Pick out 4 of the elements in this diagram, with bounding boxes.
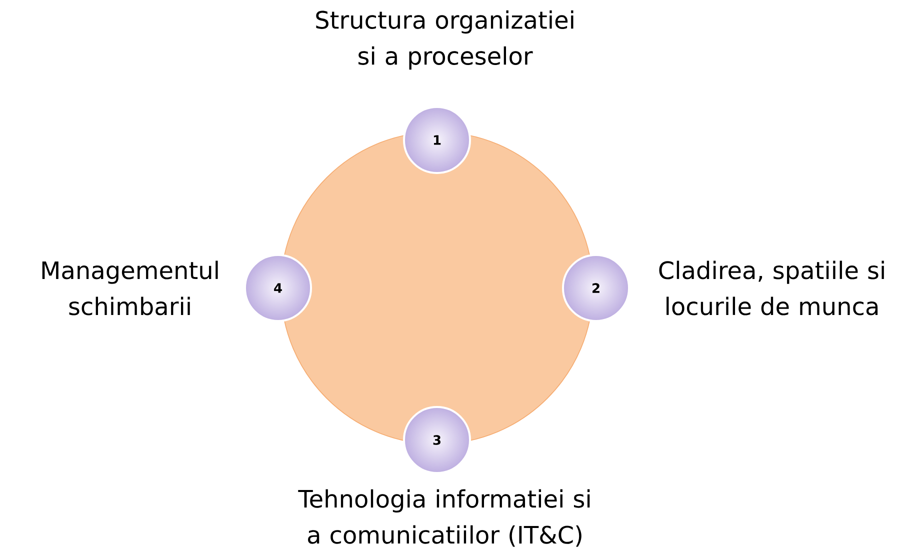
caption-text: Managementul schimbarii xyxy=(42,260,218,316)
caption-text: Cladirea, spatiile si locurile de munca xyxy=(659,260,884,316)
caption-text: Structura organizatiei si a proceselor xyxy=(316,10,574,70)
caption-text: Tehnologia informatiei si a comunicatiilor (IT&C) xyxy=(298,489,590,547)
